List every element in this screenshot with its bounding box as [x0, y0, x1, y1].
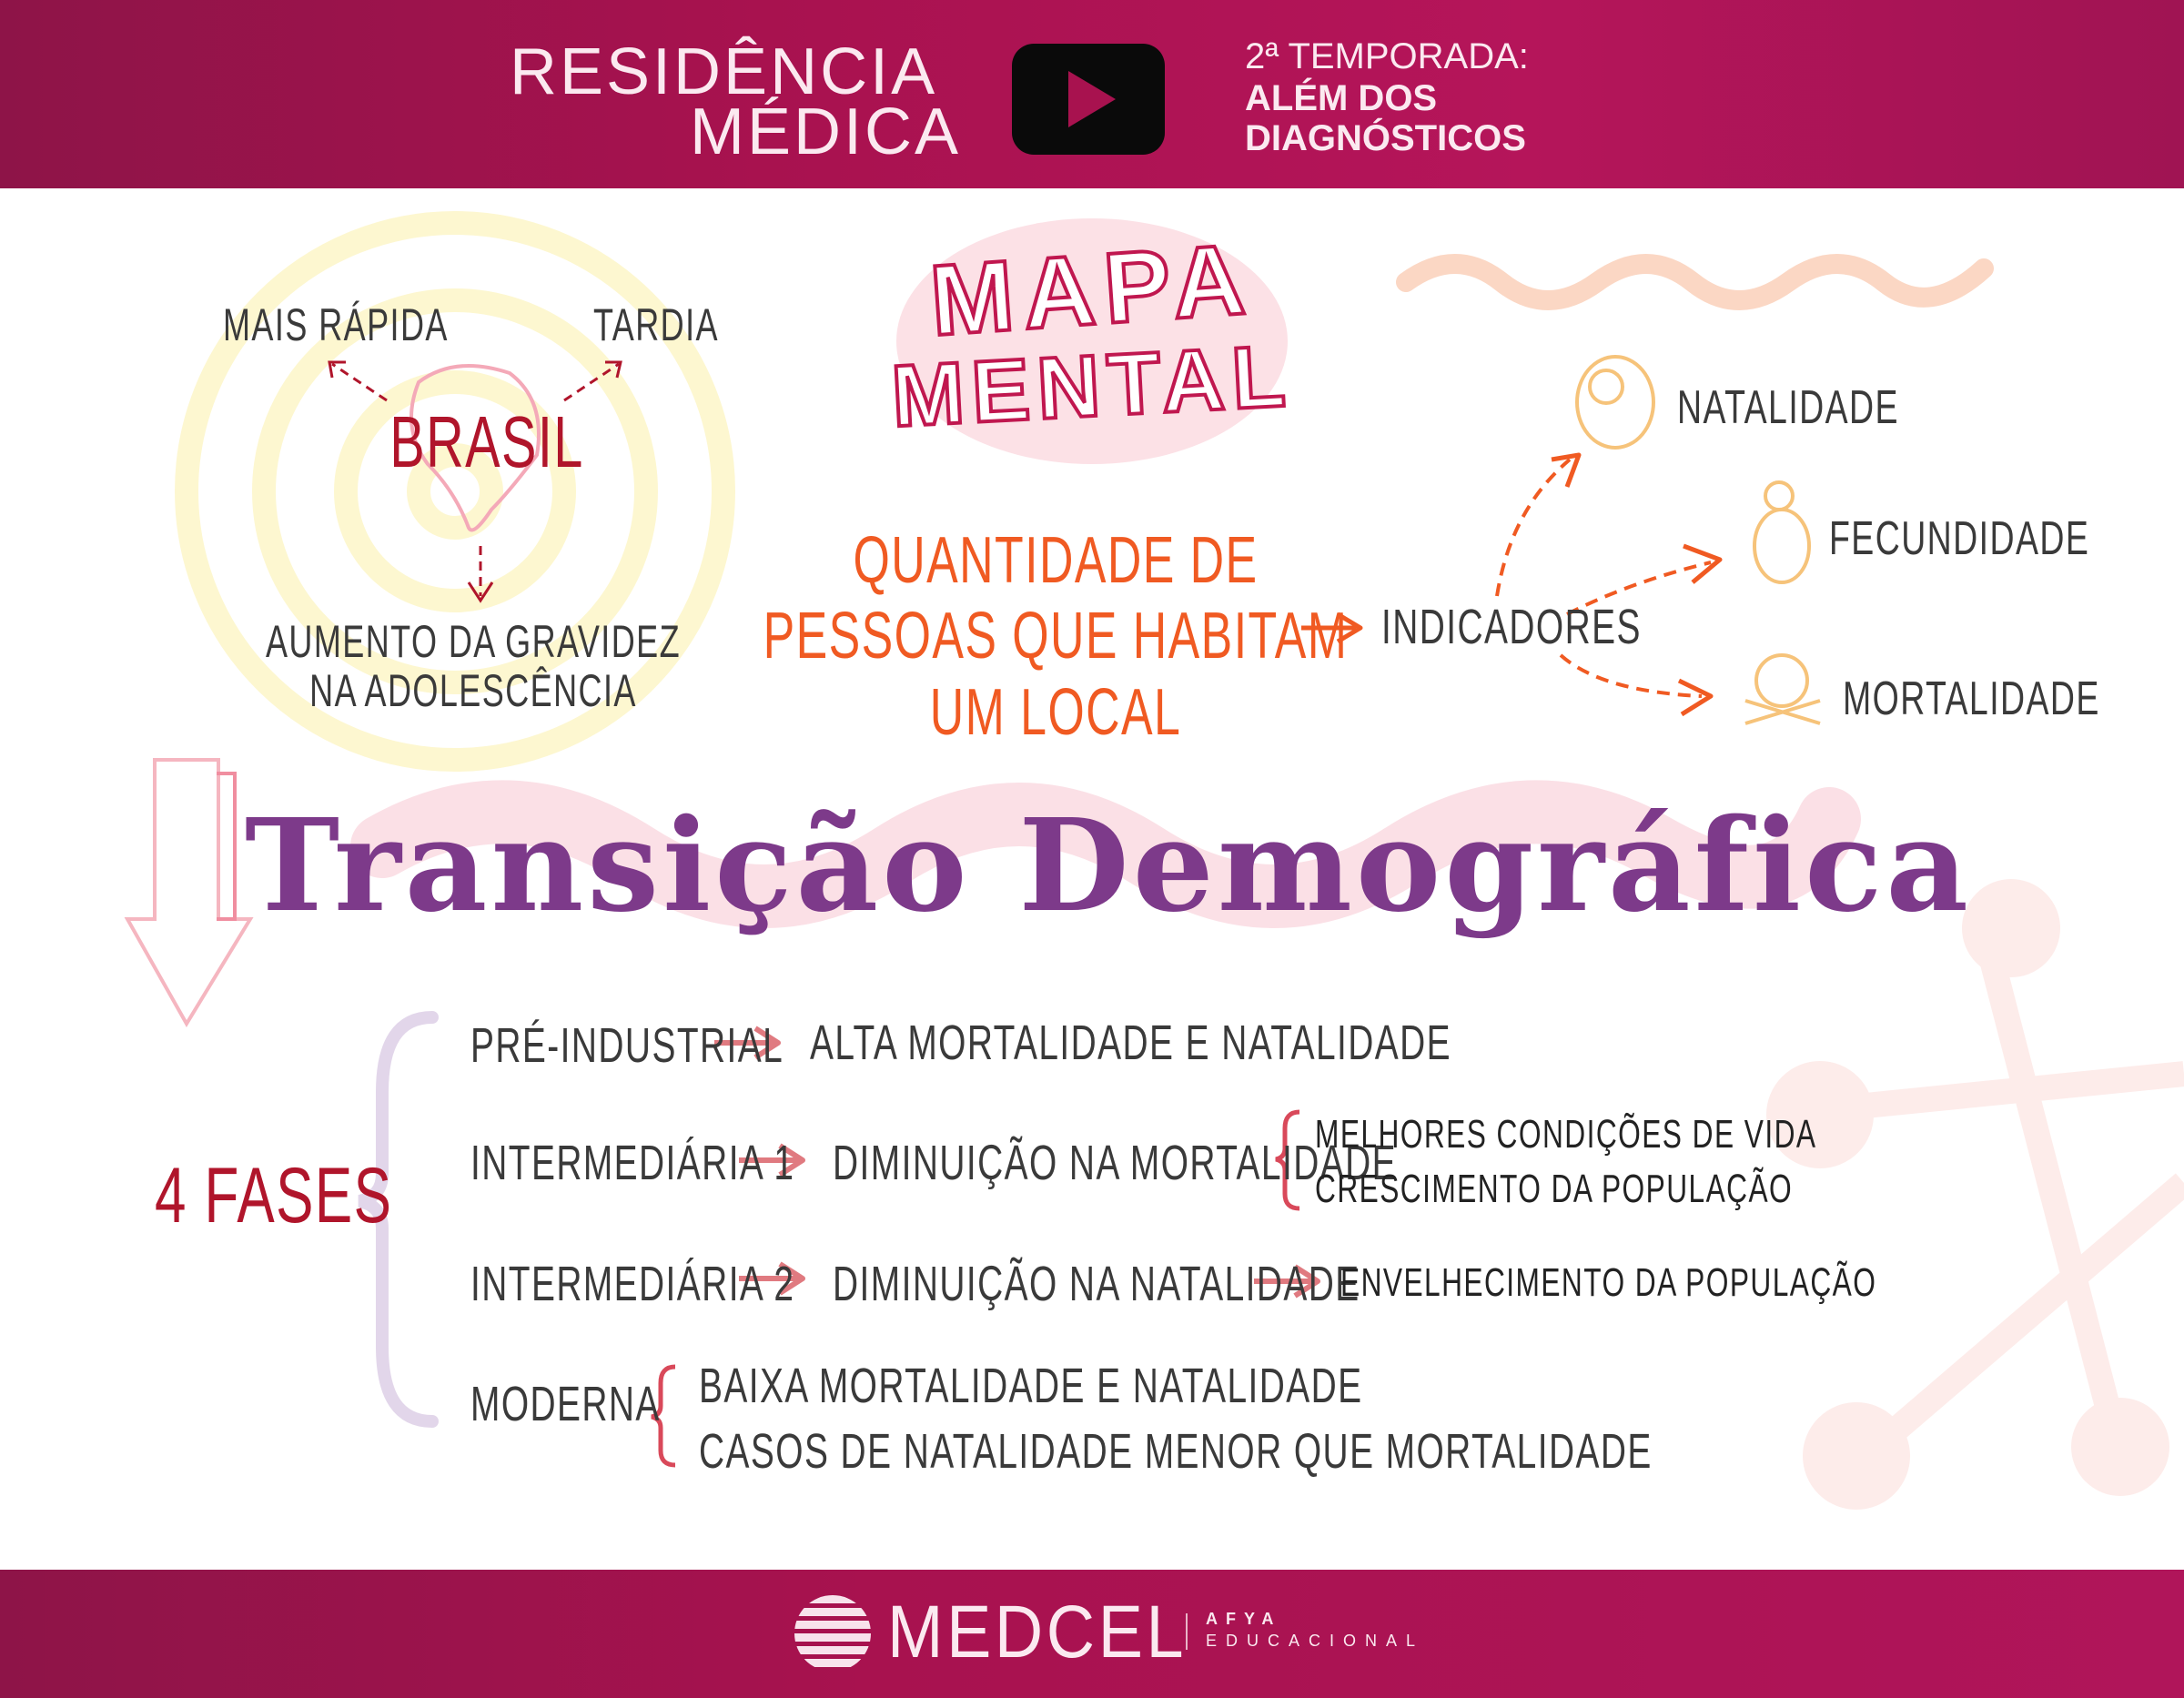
brand-line2: MÉDICA — [690, 96, 962, 168]
definition-line1: QUANTIDADE DE — [853, 524, 1259, 597]
brand-line1: RESIDÊNCIA — [510, 35, 938, 108]
phase-moderna-detail-2: CASOS DE NATALIDADE MENOR QUE MORTALIDAD… — [699, 1424, 1653, 1479]
skull-crossbones-icon — [1744, 653, 1821, 725]
brasil-bottom-line1: AUMENTO DA GRAVIDEZ — [265, 616, 682, 667]
phase-intermediaria-2: INTERMEDIÁRIA 2 — [470, 1257, 795, 1311]
brasil-left-label: MAIS RÁPIDA — [223, 299, 449, 350]
season-label: 2ª TEMPORADA: — [1245, 36, 1529, 76]
medcel-logo-icon — [794, 1595, 871, 1672]
indicators-label: INDICADORES — [1381, 600, 1642, 654]
definition-arrow — [1301, 611, 1363, 644]
brasil-center-label: BRASIL — [389, 401, 584, 482]
phase-pre-industrial-result: ALTA MORTALIDADE E NATALIDADE — [810, 1016, 1452, 1070]
phase-intermediaria-1-detail-2: CRESCIMENTO DA POPULAÇÃO — [1315, 1167, 1794, 1211]
series-title-line1: ALÉM DOS — [1245, 78, 1438, 118]
phase-intermediaria-2-result: DIMINUIÇÃO NA NATALIDADE — [833, 1257, 1360, 1311]
down-arrow-decoration — [124, 758, 254, 1027]
phase-moderna-detail-1: BAIXA MORTALIDADE E NATALIDADE — [699, 1359, 1363, 1413]
medcel-logo-text: MEDCEL — [887, 1591, 1188, 1673]
detail-braces — [651, 1109, 1300, 1468]
title-wave-decoration — [350, 780, 1861, 928]
phase-intermediaria-1-result: DIMINUIÇÃO NA MORTALIDADE — [833, 1136, 1397, 1190]
afya-label: AFYA — [1206, 1610, 1282, 1628]
youtube-play-icon[interactable] — [1012, 44, 1165, 155]
series-title-line2: DIAGNÓSTICOS — [1245, 118, 1526, 158]
footer-divider — [1186, 1613, 1188, 1650]
educacional-label: EDUCACIONAL — [1206, 1632, 1425, 1650]
indicator-arrows — [1495, 458, 1712, 698]
arrowhead-right — [605, 360, 622, 379]
main-title: Transição Demográfica — [244, 792, 1973, 941]
phase-arrows — [714, 1026, 1320, 1299]
arrowhead-left — [328, 360, 346, 379]
definition-line2: PESSOAS QUE HABITAM — [763, 600, 1349, 672]
brasil-arrows — [331, 362, 620, 596]
pregnant-woman-icon — [1753, 480, 1811, 584]
baby-icon — [1575, 355, 1655, 450]
arrowhead-down — [467, 581, 494, 603]
definition-line3: UM LOCAL — [929, 676, 1182, 749]
footer-banner: MEDCEL AFYA EDUCACIONAL — [0, 1570, 2184, 1698]
phase-pre-industrial: PRÉ-INDUSTRIAL — [470, 1018, 784, 1073]
header-banner: RESIDÊNCIA MÉDICA 2ª TEMPORADA: ALÉM DOS… — [0, 0, 2184, 188]
indicator-mortalidade: MORTALIDADE — [1843, 672, 2100, 725]
yellow-spiral-decoration — [175, 211, 735, 772]
phase-intermediaria-1-detail-1: MELHORES CONDIÇÕES DE VIDA — [1315, 1112, 1817, 1157]
brasil-right-label: TARDIA — [593, 299, 719, 350]
phase-intermediaria-2-consequence: ENVELHECIMENTO DA POPULAÇÃO — [1340, 1260, 1877, 1305]
phases-brace — [358, 1011, 439, 1428]
indicator-fecundidade: FECUNDIDADE — [1829, 512, 2090, 565]
mapa-mental-title-line2: MENTAL — [887, 326, 1297, 448]
wavy-line-decoration — [1396, 254, 1994, 310]
phase-intermediaria-1: INTERMEDIÁRIA 1 — [470, 1136, 795, 1190]
phases-label: 4 FASES — [155, 1152, 393, 1239]
mapa-mental-blob — [896, 218, 1288, 464]
brasil-bottom-line2: NA ADOLESCÊNCIA — [309, 665, 637, 716]
molecule-decoration — [1766, 879, 2184, 1510]
indicator-natalidade: NATALIDADE — [1677, 381, 1899, 434]
phase-moderna: MODERNA — [470, 1377, 661, 1431]
brasil-map-icon — [410, 364, 541, 532]
